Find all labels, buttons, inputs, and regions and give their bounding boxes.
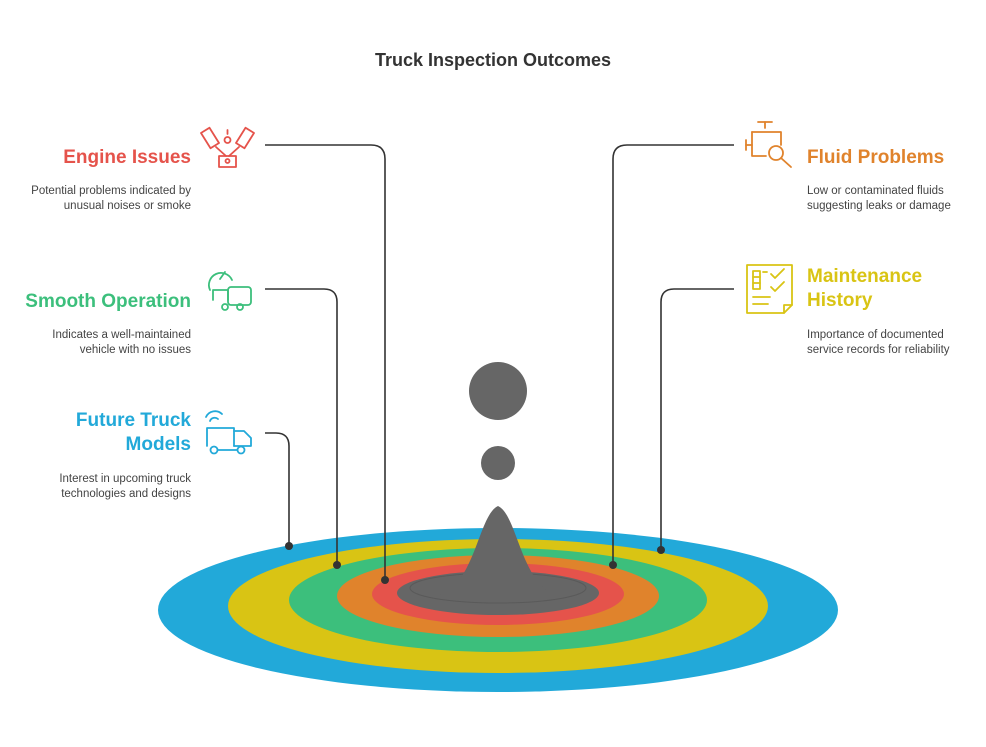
connector-fluid bbox=[612, 144, 734, 565]
smooth-operation-description: Indicates a well-maintained vehicle with… bbox=[52, 328, 191, 358]
description-line: technologies and designs bbox=[61, 488, 191, 500]
future-truck-models-description: Interest in upcoming truck technologies … bbox=[59, 472, 191, 502]
description-line: Interest in upcoming truck bbox=[59, 473, 191, 485]
splash-peak bbox=[436, 506, 560, 596]
title-line: Future Truck bbox=[75, 410, 191, 431]
diagram-title: Truck Inspection Outcomes bbox=[374, 50, 612, 70]
title-line: Models bbox=[125, 434, 191, 455]
engine-issues-title: Engine Issues bbox=[63, 147, 191, 168]
description-line: suggesting leaks or damage bbox=[807, 200, 951, 212]
connector-dot-fluid bbox=[609, 561, 617, 569]
connector-smooth bbox=[265, 288, 338, 565]
droplet-large bbox=[469, 362, 527, 420]
truck-gauge-icon bbox=[208, 271, 252, 311]
description-line: vehicle with no issues bbox=[79, 344, 191, 356]
connector-dot-future bbox=[285, 542, 293, 550]
engine-search-icon bbox=[745, 121, 792, 168]
maintenance-history-title: Maintenance History bbox=[807, 265, 922, 313]
smooth-operation-title: Smooth Operation bbox=[25, 291, 191, 312]
description-line: Indicates a well-maintained bbox=[52, 329, 191, 341]
engine-issues-description: Potential problems indicated by unusual … bbox=[31, 184, 191, 214]
title-line: History bbox=[807, 290, 873, 311]
connector-dot-maintenance bbox=[657, 546, 665, 554]
title-line: Maintenance bbox=[807, 266, 923, 287]
checklist-document-icon bbox=[746, 264, 793, 314]
description-line: Importance of documented bbox=[807, 329, 944, 341]
connector-dot-engine bbox=[381, 576, 389, 584]
maintenance-history-description: Importance of documented service records… bbox=[807, 328, 950, 358]
connector-dot-smooth bbox=[333, 561, 341, 569]
connector-engine bbox=[265, 144, 386, 580]
description-line: unusual noises or smoke bbox=[63, 200, 191, 212]
connected-truck-icon bbox=[205, 410, 252, 455]
engine-pistons-icon bbox=[200, 126, 255, 168]
droplet-small bbox=[481, 446, 515, 480]
fluid-problems-description: Low or contaminated fluids suggesting le… bbox=[807, 184, 951, 214]
description-line: Potential problems indicated by bbox=[31, 185, 191, 197]
connector-future bbox=[265, 432, 290, 546]
future-truck-models-title: Future Truck Models bbox=[76, 409, 191, 457]
description-line: Low or contaminated fluids bbox=[807, 185, 944, 197]
fluid-problems-title: Fluid Problems bbox=[807, 147, 945, 168]
description-line: service records for reliability bbox=[807, 344, 950, 356]
connector-maintenance bbox=[660, 288, 734, 550]
